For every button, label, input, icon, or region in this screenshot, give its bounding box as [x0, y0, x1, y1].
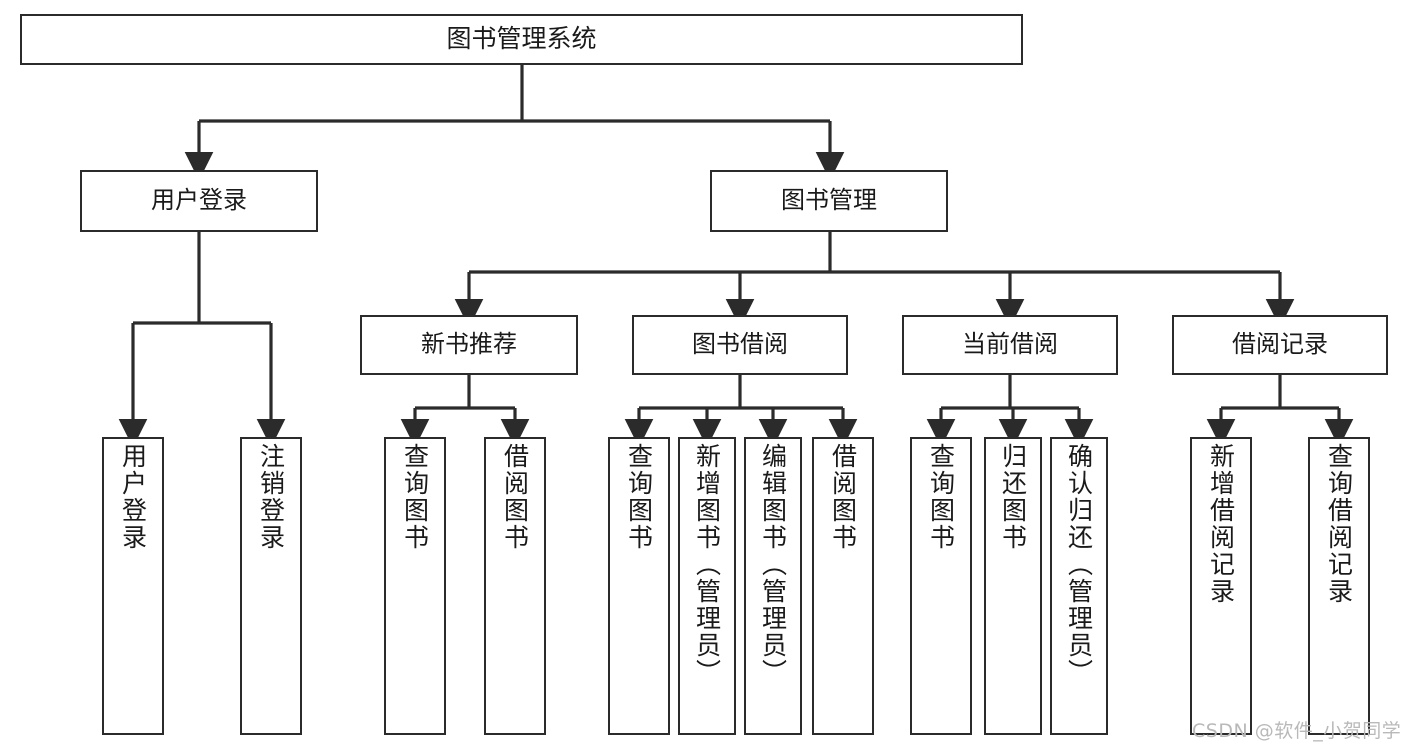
leaf-borrow-books-recommend[interactable]: 借阅图书: [484, 437, 546, 735]
leaf-label: 编辑图书（管理员）: [758, 443, 788, 686]
leaf-label: 查询图书: [624, 443, 654, 551]
node-root-label: 图书管理系统: [446, 24, 597, 54]
leaf-logout[interactable]: 注销登录: [240, 437, 302, 735]
leaf-add-borrow-record[interactable]: 新增借阅记录: [1190, 437, 1252, 735]
leaf-label: 查询图书: [400, 443, 430, 551]
node-book-management-label: 图书管理: [781, 186, 877, 215]
node-borrow-records-label: 借阅记录: [1232, 330, 1328, 359]
leaf-label: 归还图书: [998, 443, 1028, 551]
leaf-borrow-books[interactable]: 借阅图书: [812, 437, 874, 735]
leaf-confirm-return-admin[interactable]: 确认归还（管理员）: [1050, 437, 1108, 735]
leaf-label: 借阅图书: [500, 443, 530, 551]
leaf-label: 注销登录: [256, 443, 286, 551]
node-current-borrow[interactable]: 当前借阅: [902, 315, 1118, 375]
leaf-label: 新增借阅记录: [1206, 443, 1236, 605]
node-new-book-recommend[interactable]: 新书推荐: [360, 315, 578, 375]
node-root[interactable]: 图书管理系统: [20, 14, 1023, 65]
leaf-label: 确认归还（管理员）: [1064, 443, 1094, 686]
node-user-login-label: 用户登录: [151, 186, 247, 215]
leaf-query-books-borrow[interactable]: 查询图书: [608, 437, 670, 735]
leaf-label: 借阅图书: [828, 443, 858, 551]
node-book-management[interactable]: 图书管理: [710, 170, 948, 232]
node-current-borrow-label: 当前借阅: [962, 330, 1058, 359]
leaf-query-books-current[interactable]: 查询图书: [910, 437, 972, 735]
node-user-login[interactable]: 用户登录: [80, 170, 318, 232]
leaf-add-book-admin[interactable]: 新增图书（管理员）: [678, 437, 736, 735]
node-borrow-records[interactable]: 借阅记录: [1172, 315, 1388, 375]
leaf-label: 用户登录: [118, 443, 148, 551]
leaf-edit-book-admin[interactable]: 编辑图书（管理员）: [744, 437, 802, 735]
leaf-label: 新增图书（管理员）: [692, 443, 722, 686]
watermark: CSDN @软件_小贺同学: [1192, 720, 1402, 742]
leaf-query-books-recommend[interactable]: 查询图书: [384, 437, 446, 735]
node-new-book-recommend-label: 新书推荐: [421, 330, 517, 359]
node-book-borrow[interactable]: 图书借阅: [632, 315, 848, 375]
leaf-label: 查询图书: [926, 443, 956, 551]
node-book-borrow-label: 图书借阅: [692, 330, 788, 359]
leaf-user-login[interactable]: 用户登录: [102, 437, 164, 735]
leaf-query-borrow-record[interactable]: 查询借阅记录: [1308, 437, 1370, 735]
leaf-label: 查询借阅记录: [1324, 443, 1354, 605]
leaf-return-books[interactable]: 归还图书: [984, 437, 1042, 735]
